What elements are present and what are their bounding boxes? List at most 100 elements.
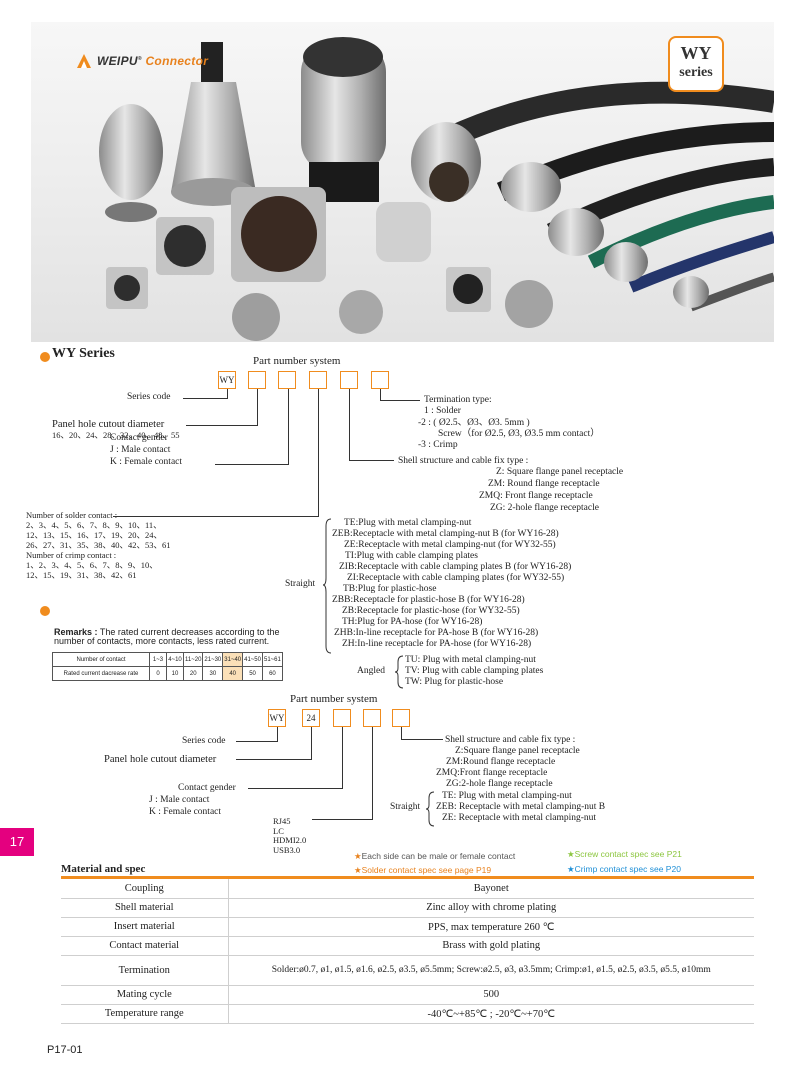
- pn2-shell-zg: ZG:2-hole flange receptacle: [446, 779, 553, 789]
- pn2-shell-z: Z:Square flange panel receptacle: [455, 746, 580, 756]
- pn1-solder-title: Number of solder contact :: [26, 510, 118, 520]
- pn1-angled-list: TU: Plug with metal clamping-nut TV: Plu…: [405, 655, 543, 688]
- pn2-box-series: WY: [268, 709, 286, 727]
- note-screw-spec: ★Screw contact spec see P21: [567, 849, 682, 859]
- pn1-angled-tu: TU: Plug with metal clamping-nut: [405, 655, 536, 665]
- pn1-box-gender: [278, 371, 296, 389]
- pn2-box-shell: [392, 709, 410, 727]
- pn1-angled-brace: [394, 655, 404, 689]
- pn1-shell-zg: ZG: 2-hole flange receptacle: [490, 503, 599, 513]
- pn1-term-screw-note: Screw（for Ø2.5, Ø3, Ø3.5 mm contact）: [438, 429, 600, 439]
- pn1-straight-zh: ZH:In-line receptacle for PA-hose (for W…: [342, 639, 532, 649]
- pn1-straight-list: TE:Plug with metal clamping-nut ZEB:Rece…: [332, 518, 571, 650]
- pn2-straight-ze: ZE: Receptacle with metal clamping-nut: [442, 813, 597, 823]
- pn1-crimp-title: Number of crimp contact :: [26, 550, 117, 560]
- pn2-straight-label: Straight: [390, 802, 421, 812]
- pn2-panel-hole-label: Panel hole cutout diameter: [104, 754, 217, 765]
- pn1-term-crimp: -3 : Crimp: [418, 440, 458, 450]
- pn2-type-lc: LC: [273, 825, 284, 836]
- pn2-gender-female: K : Female contact: [149, 807, 222, 817]
- section-title: WY Series: [52, 346, 115, 361]
- pn1-solder-line1: 2、3、4、5、6、7、8、9、10、11、: [26, 520, 162, 530]
- note-crimp-spec: ★Crimp contact spec see P20: [567, 864, 681, 874]
- pn1-straight-ze: ZE:Receptacle with metal clamping-nut (f…: [344, 540, 556, 550]
- pn1-angled-tw: TW: Plug for plastic-hose: [405, 677, 504, 687]
- pn1-box-series: WY: [218, 371, 236, 389]
- pn2-shell-title: Shell structure and cable fix type :: [445, 735, 576, 745]
- spec-divider: [61, 876, 754, 879]
- note-solder-spec: ★Solder contact spec see page P19: [354, 865, 492, 875]
- pn1-term-screw: -2 : ( Ø2.5、Ø3、Ø3. 5mm ): [418, 418, 530, 428]
- pn1-straight-ti: TI:Plug with cable clamping plates: [345, 551, 478, 561]
- pn1-angled-tv: TV: Plug with cable clamping plates: [405, 666, 544, 676]
- pn1-straight-zeb: ZEB:Receptacle with metal clamping-nut B…: [332, 529, 559, 539]
- pn1-straight-brace: [322, 518, 332, 654]
- pn1-straight-zb: ZB:Receptacle for plastic-hose (for WY32…: [342, 606, 520, 616]
- pn2-gender-title: Contact gender: [178, 783, 236, 793]
- pn2-box-type: [363, 709, 381, 727]
- weipu-logo-icon: [77, 54, 91, 68]
- pn1-straight-te: TE:Plug with metal clamping-nut: [344, 518, 472, 528]
- bullet-icon: [40, 606, 50, 616]
- page-footer: P17-01: [47, 1044, 83, 1056]
- pn1-straight-label: Straight: [285, 579, 316, 589]
- series-badge: WY series: [668, 36, 724, 92]
- pn1-shell-zmq: ZMQ: Front flange receptacle: [479, 491, 593, 501]
- brand-logo: WEIPU® Connector: [75, 52, 208, 70]
- pn1-straight-zhb: ZHB:In-line receptacle for PA-hose B (fo…: [334, 628, 539, 638]
- pn1-box-contacts: [309, 371, 327, 389]
- pn1-straight-th: TH:Plug for PA-hose (for WY16-28): [342, 617, 483, 627]
- pn2-straight-zeb: ZEB: Receptacle with metal clamping-nut …: [436, 802, 606, 812]
- pn2-straight-te: TE: Plug with metal clamping-nut: [442, 791, 572, 801]
- pn2-gender-male: J : Male contact: [149, 795, 210, 805]
- remarks-block: Remarks : The rated current decreases ac…: [54, 627, 280, 646]
- pn1-straight-zbb: ZBB:Receptacle for plastic-hose B (for W…: [332, 595, 525, 605]
- pn1-shell-title: Shell structure and cable fix type :: [398, 456, 529, 466]
- pn1-solder-line2: 12、13、15、16、17、19、20、24、: [26, 530, 163, 540]
- connector-illustration: [99, 37, 774, 341]
- pn1-shell-z: Z: Square flange panel receptacle: [496, 467, 624, 477]
- pn1-box-hole: [248, 371, 266, 389]
- pn1-straight-zib: ZIB:Receptacle with cable clamping plate…: [339, 562, 572, 572]
- note-male-female: ★Each side can be male or female contact: [354, 851, 516, 861]
- pn1-series-code-label: Series code: [127, 392, 171, 402]
- table-row: Number of contact 1~3 4~10 11~20 21~30 3…: [52, 652, 283, 667]
- pn2-straight-brace: [425, 791, 435, 827]
- pn2-title: Part number system: [290, 693, 378, 705]
- table-row: Rated current dacrease rate 0 10 20 30 4…: [52, 666, 283, 681]
- pn1-box-termination: [371, 371, 389, 389]
- pn1-gender-female: K : Female contact: [110, 457, 183, 467]
- pn1-panel-hole-label: Panel hole cutout diameter: [52, 419, 165, 430]
- pn2-type-rj45: RJ45: [273, 816, 291, 826]
- pn2-types-list: RJ45 LC HDMI2.0 USB3.0: [273, 816, 307, 855]
- pn2-shell-zmq: ZMQ:Front flange receptacle: [436, 768, 548, 778]
- pn2-series-code-label: Series code: [182, 736, 226, 746]
- pn2-shell-zm: ZM:Round flange receptacle: [446, 757, 556, 767]
- pn1-crimp-line1: 1、2、3、4、5、6、7、8、9、10、: [26, 560, 158, 570]
- hero-product-photo: [31, 22, 774, 342]
- pn1-solder-line3: 26、27、31、35、38、40、42、53、61: [26, 540, 171, 550]
- rated-current-table: Number of contact 1~3 4~10 11~20 21~30 3…: [52, 652, 283, 681]
- pn1-box-shell: [340, 371, 358, 389]
- pn2-type-hdmi: HDMI2.0: [273, 835, 307, 845]
- brand-name: WEIPU® Connector: [97, 54, 209, 68]
- pn1-straight-zi: ZI:Receptacle with cable clamping plates…: [347, 573, 565, 583]
- pn1-shell-zm: ZM: Round flange receptacle: [488, 479, 600, 489]
- pn1-title: Part number system: [253, 355, 341, 367]
- pn1-crimp-line2: 12、15、19、31、38、42、61: [26, 570, 137, 580]
- pn2-box-gender: [333, 709, 351, 727]
- pn1-term-solder: 1 : Solder: [424, 406, 461, 416]
- spec-title: Material and spec: [61, 863, 146, 875]
- pn1-panel-values: 16、20、24、28、32、40、48、55: [52, 430, 180, 440]
- bullet-icon: [40, 352, 50, 362]
- pn1-angled-label: Angled: [357, 666, 385, 676]
- table-row: Temperature range-40℃~+85℃ ; -20℃~+70℃: [61, 1004, 754, 1024]
- pn2-type-usb: USB3.0: [273, 844, 301, 855]
- pn1-term-title: Termination type:: [424, 395, 492, 405]
